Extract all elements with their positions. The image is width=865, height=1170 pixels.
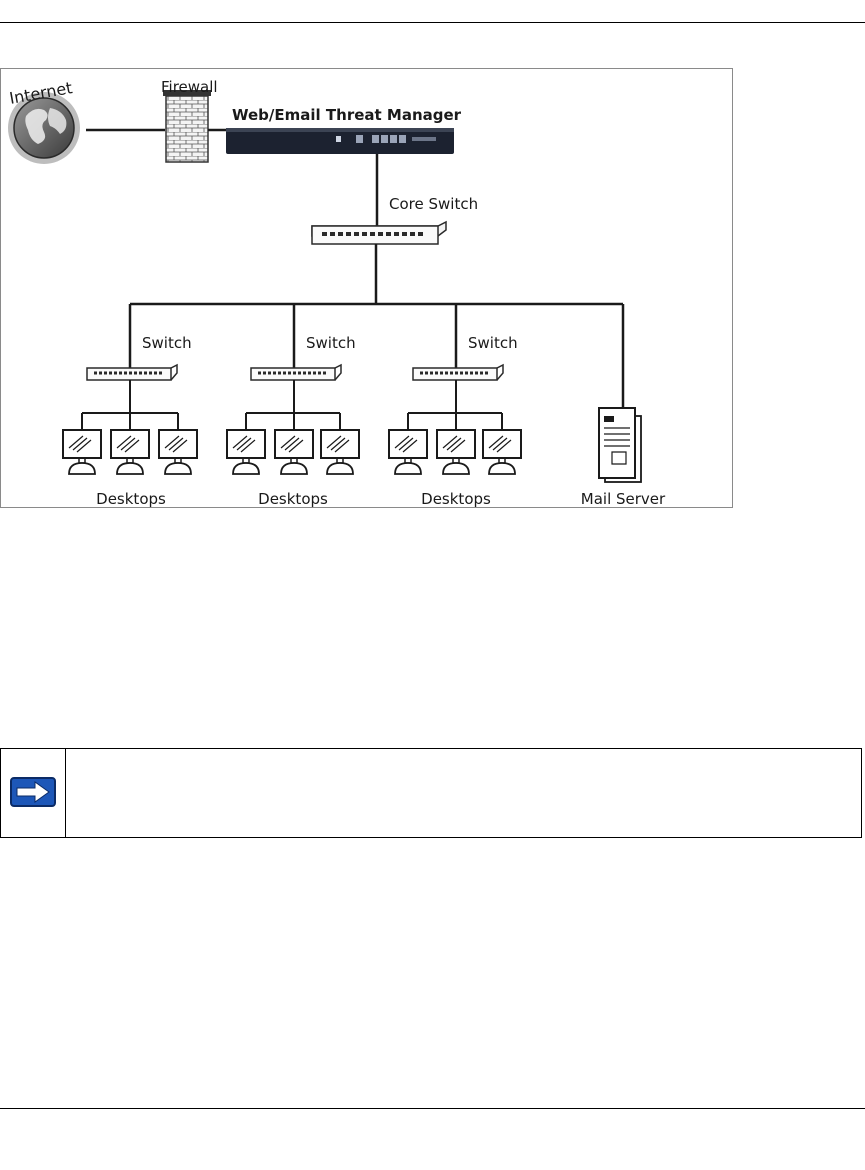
desktops-label: Desktops xyxy=(258,490,328,508)
desktop-computer-icon xyxy=(482,429,522,475)
header-rule xyxy=(0,22,865,23)
desktop-computer-icon xyxy=(158,429,198,475)
network-diagram: Internet Firewall Web/Email Threat Manag… xyxy=(0,68,733,508)
desktop-computer-icon xyxy=(320,429,360,475)
footer-rule xyxy=(0,1108,865,1109)
desktop-computer-icon xyxy=(436,429,476,475)
access-switch-group-2: Switch xyxy=(245,304,356,430)
threat-manager-label: Web/Email Threat Manager xyxy=(232,106,462,124)
firewall-label: Firewall xyxy=(161,78,218,96)
access-switch-group-1: Switch xyxy=(81,304,192,430)
switch-label: Switch xyxy=(468,334,518,352)
switch-icon xyxy=(86,363,178,381)
access-switch-group-3: Switch xyxy=(407,304,518,430)
switch-label: Switch xyxy=(142,334,192,352)
firewall-icon xyxy=(163,90,211,163)
switch-icon xyxy=(250,363,342,381)
desktops-label: Desktops xyxy=(421,490,491,508)
core-switch-label: Core Switch xyxy=(389,195,478,213)
mail-server-label: Mail Server xyxy=(581,490,666,508)
note-box xyxy=(0,748,862,838)
switch-icon xyxy=(412,363,504,381)
switch-label: Switch xyxy=(306,334,356,352)
mail-server-icon xyxy=(598,407,642,483)
core-switch-icon xyxy=(311,220,447,245)
desktop-computer-icon xyxy=(388,429,428,475)
internet-globe-icon xyxy=(8,92,80,164)
desktop-computer-icon xyxy=(62,429,102,475)
desktop-computer-icon xyxy=(226,429,266,475)
arrow-right-icon xyxy=(10,777,56,807)
desktop-computer-icon xyxy=(274,429,314,475)
note-divider xyxy=(65,749,66,837)
desktops-label: Desktops xyxy=(96,490,166,508)
desktop-computer-icon xyxy=(110,429,150,475)
threat-manager-appliance-icon xyxy=(226,128,454,154)
